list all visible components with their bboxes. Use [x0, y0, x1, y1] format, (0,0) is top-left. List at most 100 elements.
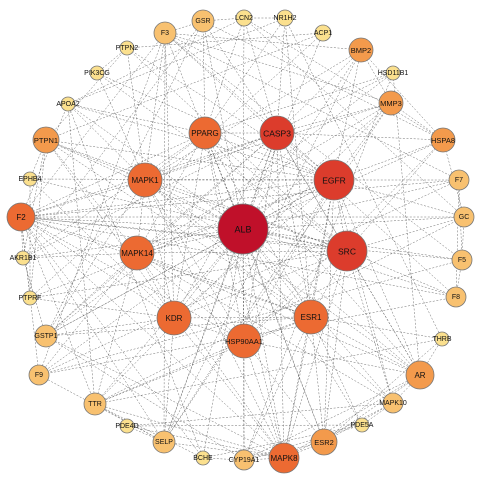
- node-pde5a[interactable]: PDE5A: [351, 417, 374, 433]
- node-pde4d[interactable]: PDE4D: [115, 418, 139, 434]
- node-apoa2[interactable]: APOA2: [56, 96, 80, 112]
- edge-casp3-nr1h2: [276, 17, 286, 134]
- node-f7[interactable]: F7: [448, 169, 470, 191]
- edge-bche-pde5a: [202, 424, 363, 459]
- edge-src-mapk8: [283, 250, 348, 459]
- node-circle-hspa8: [430, 127, 456, 153]
- node-label-f9: F9: [35, 372, 43, 379]
- node-circle-akr1b1: [15, 250, 31, 266]
- node-mmp3[interactable]: MMP3: [378, 90, 404, 116]
- node-ptpn1[interactable]: PTPN1: [32, 126, 60, 154]
- node-hspa8[interactable]: HSPA8: [430, 127, 456, 153]
- edge-pparg-apoa2: [67, 103, 206, 134]
- edge-casp3-esr1: [276, 132, 312, 318]
- node-ephb4[interactable]: EPHB4: [19, 171, 42, 187]
- node-mapk10[interactable]: MAPK10: [379, 392, 407, 414]
- node-ar[interactable]: AR: [405, 360, 435, 390]
- node-src[interactable]: SRC: [326, 230, 368, 272]
- node-label-mapk14: MAPK14: [121, 249, 153, 258]
- node-mapk8[interactable]: MAPK8: [268, 442, 300, 474]
- node-mapk1[interactable]: MAPK1: [127, 162, 163, 198]
- edge-mapk8-ar: [283, 374, 421, 459]
- edge-kdr-ptpn1: [45, 139, 175, 319]
- node-f3[interactable]: F3: [153, 21, 177, 45]
- edge-esr1-ttr: [94, 316, 312, 405]
- node-f8[interactable]: F8: [445, 286, 467, 308]
- node-casp3[interactable]: CASP3: [259, 115, 295, 151]
- node-circle-pparg: [188, 116, 222, 150]
- edge-alb-bche: [202, 228, 244, 459]
- node-ttr[interactable]: TTR: [83, 392, 107, 416]
- edge-src-f2: [20, 216, 348, 252]
- node-selp[interactable]: SELP: [152, 430, 176, 454]
- node-label-gc: GC: [459, 214, 470, 221]
- node-bche[interactable]: BCHE: [193, 450, 213, 466]
- node-gc[interactable]: GC: [453, 206, 475, 228]
- node-nr1h2[interactable]: NR1H2: [274, 9, 297, 27]
- edge-kdr-mapk8: [173, 317, 285, 459]
- node-esr1[interactable]: ESR1: [293, 299, 329, 335]
- edge-alb-mapk8: [242, 228, 285, 459]
- node-lcn2[interactable]: LCN2: [235, 9, 253, 27]
- edge-f5-f9: [38, 259, 463, 376]
- node-circle-f7: [448, 169, 470, 191]
- node-gsr[interactable]: GSR: [191, 9, 215, 33]
- node-circle-mapk8: [268, 442, 300, 474]
- node-f5[interactable]: F5: [451, 249, 473, 271]
- node-bmp2[interactable]: BMP2: [348, 37, 374, 63]
- edge-mapk14-f9: [38, 252, 138, 376]
- edge-acp1-ptprf: [29, 32, 324, 299]
- edge-casp3-lcn2: [243, 17, 278, 134]
- edge-gsr-gstp1: [45, 20, 204, 337]
- edge-egfr-gstp1: [45, 179, 335, 337]
- node-thrb[interactable]: THRB: [432, 331, 452, 347]
- edge-pparg-mapk8: [204, 132, 285, 459]
- edge-thrb-nr1h2: [284, 17, 443, 340]
- node-acp1[interactable]: ACP1: [314, 24, 332, 42]
- node-label-f3: F3: [161, 30, 169, 37]
- node-mapk14[interactable]: MAPK14: [119, 235, 155, 271]
- node-circle-gstp1: [34, 324, 58, 348]
- node-akr1b1[interactable]: AKR1B1: [10, 250, 37, 266]
- edge-src-mapk10: [346, 250, 394, 404]
- node-egfr[interactable]: EGFR: [313, 159, 355, 201]
- node-gstp1[interactable]: GSTP1: [34, 324, 58, 348]
- edge-egfr-f3: [164, 32, 335, 181]
- node-label-alb: ALB: [234, 225, 251, 235]
- node-label-ptpn1: PTPN1: [34, 136, 58, 145]
- edge-ar-cyp19a1: [243, 374, 421, 461]
- node-ptprf[interactable]: PTPRF: [19, 290, 42, 306]
- node-f2[interactable]: F2: [6, 202, 36, 232]
- edge-egfr-ar: [333, 179, 421, 376]
- edge-mapk1-pik3cg: [96, 72, 146, 181]
- node-ptpn2[interactable]: PTPN2: [116, 40, 139, 56]
- node-alb[interactable]: ALB: [217, 203, 269, 255]
- node-circle-kdr: [156, 300, 192, 336]
- edge-mapk14-hsp90aa1: [136, 252, 245, 342]
- node-pparg[interactable]: PPARG: [188, 116, 222, 150]
- node-circle-ptpn1: [32, 126, 60, 154]
- edge-mapk14-akr1b1: [22, 252, 138, 259]
- node-circle-bche: [195, 450, 211, 466]
- edge-cyp19a1-pde5a: [243, 424, 363, 461]
- edge-egfr-ephb4: [29, 178, 335, 181]
- edge-src-ptpn1: [45, 139, 348, 252]
- node-label-pik3cg: PIK3CG: [84, 70, 110, 77]
- node-label-f5: F5: [458, 257, 466, 264]
- node-hsp90aa1[interactable]: HSP90AA1: [225, 323, 263, 359]
- edge-mapk14-mapk8: [136, 252, 285, 459]
- edge-alb-selp: [163, 228, 244, 443]
- node-circle-f9: [28, 364, 50, 386]
- edge-casp3-mapk1: [144, 132, 278, 181]
- node-f9[interactable]: F9: [28, 364, 50, 386]
- node-kdr[interactable]: KDR: [156, 300, 192, 336]
- edge-esr1-mapk8: [283, 316, 312, 459]
- node-pik3cg[interactable]: PIK3CG: [84, 65, 110, 81]
- node-hsd11b1[interactable]: HSD11B1: [378, 65, 409, 81]
- node-circle-f3: [153, 21, 177, 45]
- edge-pde4d-pde5a: [126, 424, 363, 427]
- node-cyp19a1[interactable]: CYP19A1: [229, 449, 260, 471]
- edge-mapk8-mapk10: [283, 402, 394, 459]
- edge-mapk10-pde5a: [361, 402, 394, 426]
- node-esr2[interactable]: ESR2: [310, 428, 338, 456]
